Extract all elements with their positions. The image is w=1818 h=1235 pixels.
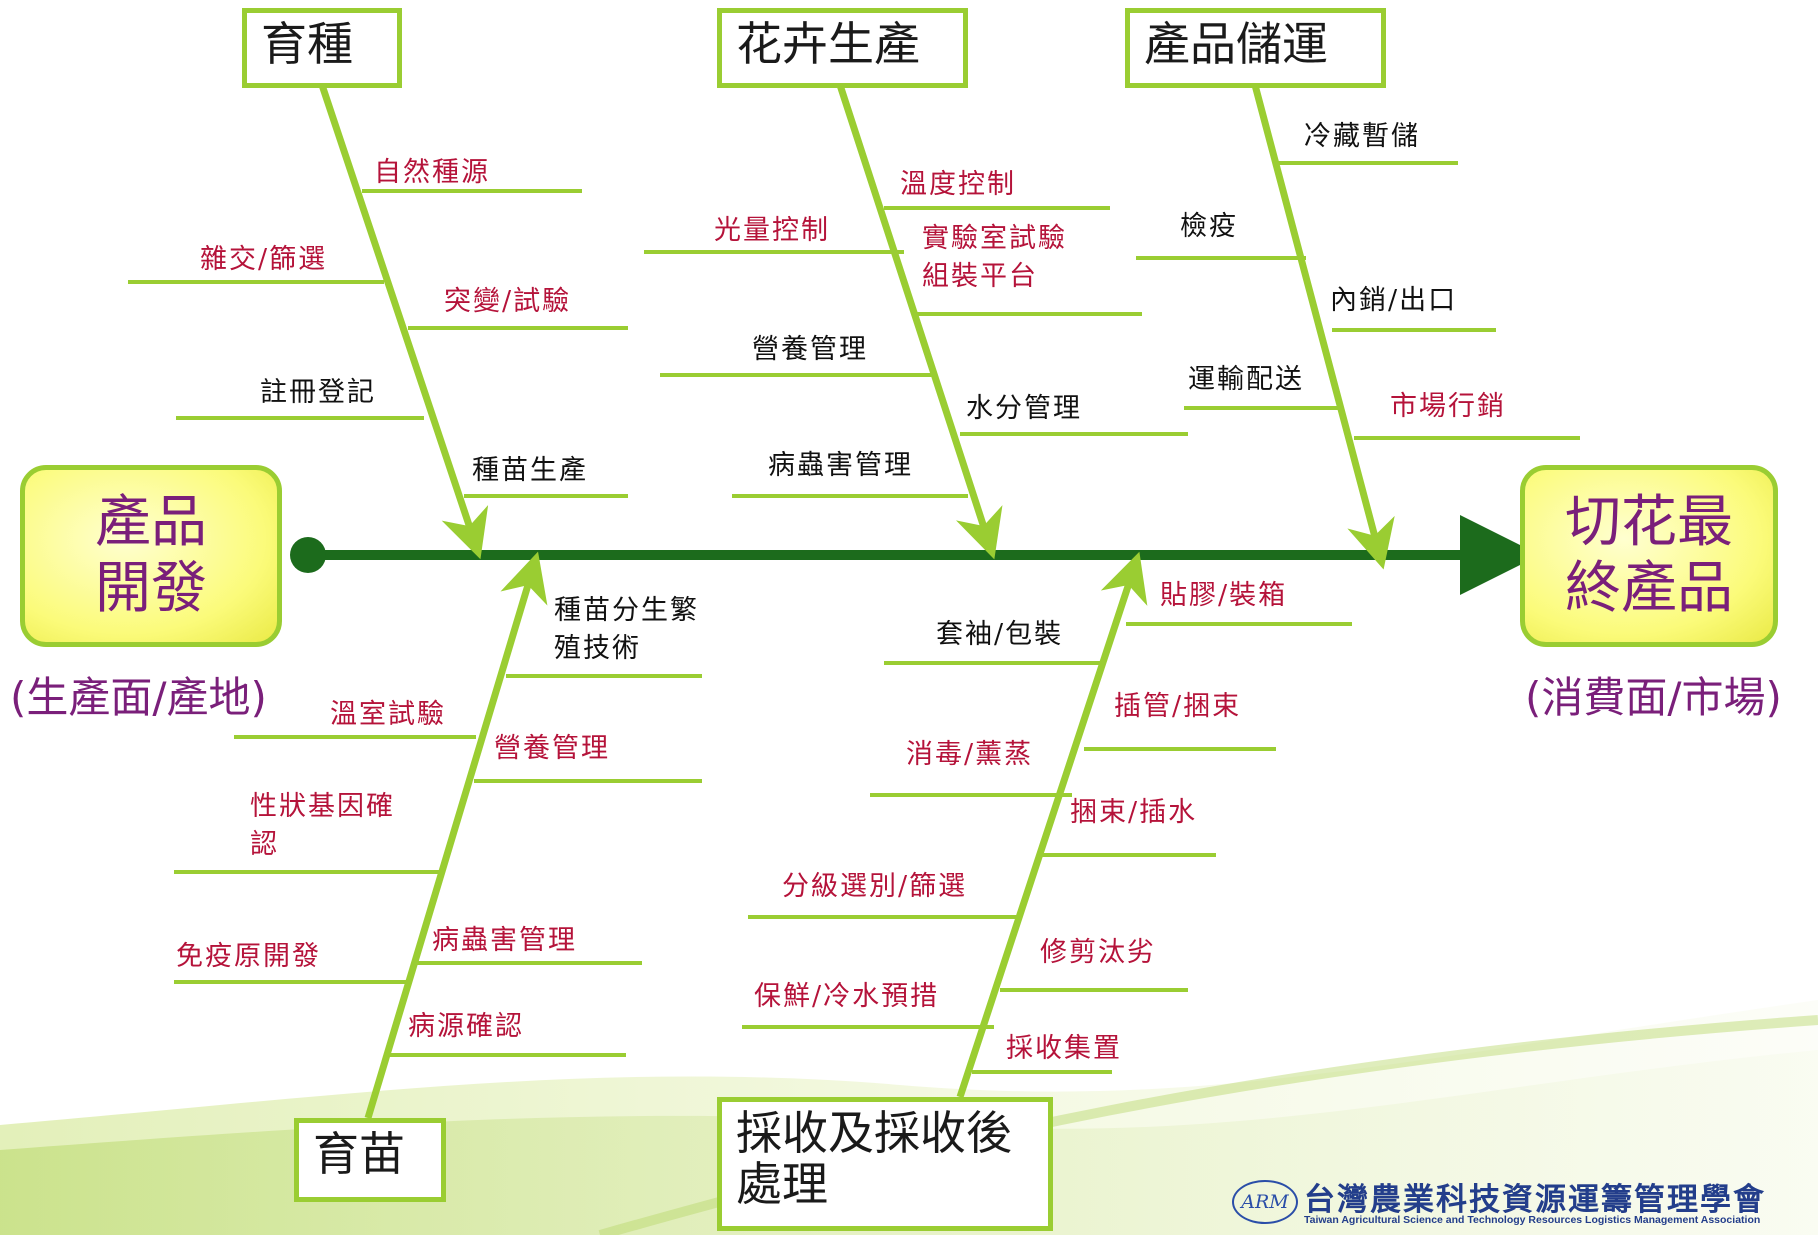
cause-label: 插管/捆束 xyxy=(1114,691,1242,722)
bone-storage xyxy=(1251,84,1395,570)
cause-label: 捆束/插水 xyxy=(1070,797,1198,828)
cause-label: 保鮮/冷水預措 xyxy=(754,981,940,1012)
cause-label: 採收集置 xyxy=(1006,1033,1122,1064)
start-node-caption: (生產面/產地) xyxy=(10,673,267,722)
cause-label: 病蟲害管理 xyxy=(432,925,577,956)
cause-label: 內銷/出口 xyxy=(1330,285,1458,316)
cause-label: 病源確認 xyxy=(408,1011,524,1042)
cause-label: 性狀基因確 認 xyxy=(250,791,395,860)
cause-label: 營養管理 xyxy=(494,733,610,764)
cause-label: 種苗生產 xyxy=(472,455,588,486)
cause-label: 消毒/薰蒸 xyxy=(906,739,1034,770)
category-seedling: 育苗 xyxy=(294,1118,446,1202)
bone-harvest xyxy=(956,551,1148,1099)
category-flower-production: 花卉生產 xyxy=(717,8,968,88)
cause-label: 檢疫 xyxy=(1180,211,1238,242)
cause-label: 市場行銷 xyxy=(1390,391,1506,422)
cause-label: 實驗室試驗 組裝平台 xyxy=(922,223,1067,292)
bone-seedling xyxy=(364,551,548,1120)
association-logo: ARM 台灣農業科技資源運籌管理學會 Taiwan Agricultural S… xyxy=(1232,1178,1792,1230)
logo-name-chinese: 台灣農業科技資源運籌管理學會 xyxy=(1304,1182,1766,1218)
category-breeding: 育種 xyxy=(242,8,402,88)
cause-label: 免疫原開發 xyxy=(176,941,321,972)
end-node: 切花最 終產品 xyxy=(1520,465,1778,647)
spine-start-dot xyxy=(290,537,326,573)
cause-label: 突變/試驗 xyxy=(444,286,572,317)
cause-label: 冷藏暫儲 xyxy=(1304,121,1420,152)
cause-label: 光量控制 xyxy=(714,215,830,246)
cause-label: 修剪汰劣 xyxy=(1040,937,1156,968)
cause-label: 雜交/篩選 xyxy=(200,244,328,275)
start-node: 產品 開發 xyxy=(20,465,282,647)
arm-logo-icon: ARM xyxy=(1232,1180,1298,1224)
cause-label: 自然種源 xyxy=(374,157,490,188)
category-harvest: 採收及採收後 處理 xyxy=(717,1097,1053,1231)
cause-label: 貼膠/裝箱 xyxy=(1160,580,1288,611)
cause-label: 水分管理 xyxy=(966,393,1082,424)
cause-label: 註冊登記 xyxy=(260,377,376,408)
cause-label: 溫室試驗 xyxy=(330,699,446,730)
logo-name-english: Taiwan Agricultural Science and Technolo… xyxy=(1304,1214,1761,1226)
cause-label: 套袖/包裝 xyxy=(936,619,1064,650)
cause-label: 運輸配送 xyxy=(1188,364,1304,395)
cause-label: 營養管理 xyxy=(752,334,868,365)
cause-label: 溫度控制 xyxy=(900,169,1016,200)
cause-label: 病蟲害管理 xyxy=(768,450,913,481)
bone-breeding xyxy=(318,83,489,560)
category-storage: 產品儲運 xyxy=(1125,8,1386,88)
end-node-label: 切花最 終產品 xyxy=(1565,489,1733,621)
start-node-label: 產品 開發 xyxy=(95,489,207,621)
cause-label: 分級選別/篩選 xyxy=(782,871,968,902)
end-node-caption: (消費面/市場) xyxy=(1525,673,1782,722)
cause-label: 種苗分生繁 殖技術 xyxy=(554,595,699,664)
